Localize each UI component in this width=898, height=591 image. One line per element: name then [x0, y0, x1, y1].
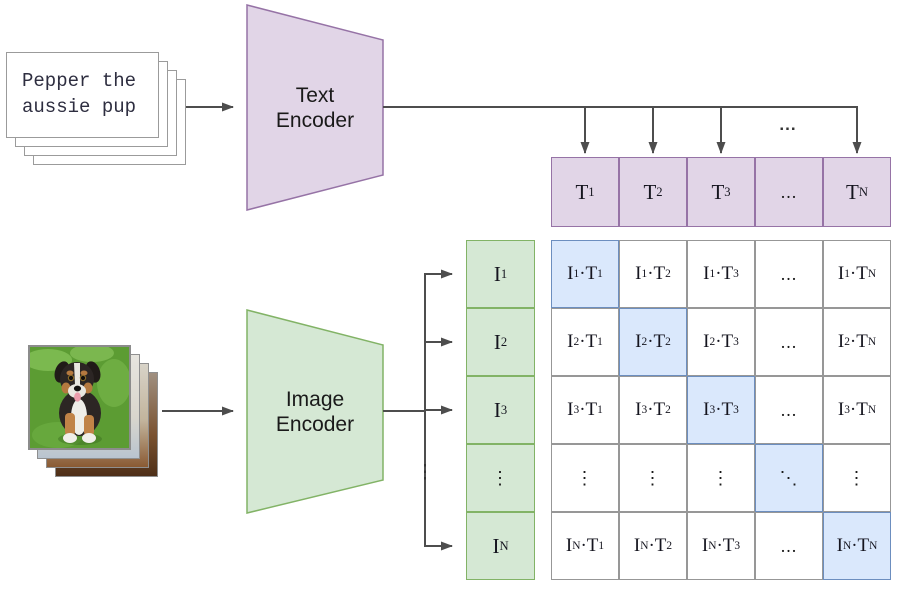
puppy-photo	[28, 345, 131, 450]
matrix-cell-3-4: ...	[755, 376, 823, 444]
image-encoder-label: Image Encoder	[247, 387, 383, 437]
text-embedding-cell-4: ...	[755, 157, 823, 227]
matrix-cell-4-2: ⋮	[619, 444, 687, 512]
image-encoder-label-line2: Encoder	[275, 413, 355, 436]
image-encoder-label-line1: Image	[285, 388, 345, 411]
matrix-cell-4-5: ⋮	[823, 444, 891, 512]
text-arrows-ellipsis: ...	[779, 115, 797, 134]
text-encoder-label-line2: Encoder	[275, 109, 355, 132]
matrix-cell-2-4: ...	[755, 308, 823, 376]
text-encoder-output-line	[383, 106, 862, 154]
text-encoder-label-line1: Text	[295, 84, 335, 107]
puppy-illustration	[30, 347, 129, 448]
text-input-line2: aussie pup	[22, 96, 137, 118]
matrix-cell-1-4: ...	[755, 240, 823, 308]
text-encoder-label: Text Encoder	[247, 83, 383, 133]
text-input-card: Pepper the aussie pup	[6, 52, 159, 138]
matrix-cell-5-4: ...	[755, 512, 823, 580]
image-encoder-shape	[246, 309, 384, 514]
text-encoder-shape	[246, 4, 384, 211]
matrix-cell-4-4: ⋱	[755, 444, 823, 512]
matrix-cell-4-1: ⋮	[551, 444, 619, 512]
image-embedding-cell-4: ⋮	[466, 444, 535, 512]
image-arrows-ellipsis: ⋮	[415, 462, 435, 483]
text-input-line1: Pepper the	[22, 70, 137, 92]
matrix-cell-4-3: ⋮	[687, 444, 755, 512]
